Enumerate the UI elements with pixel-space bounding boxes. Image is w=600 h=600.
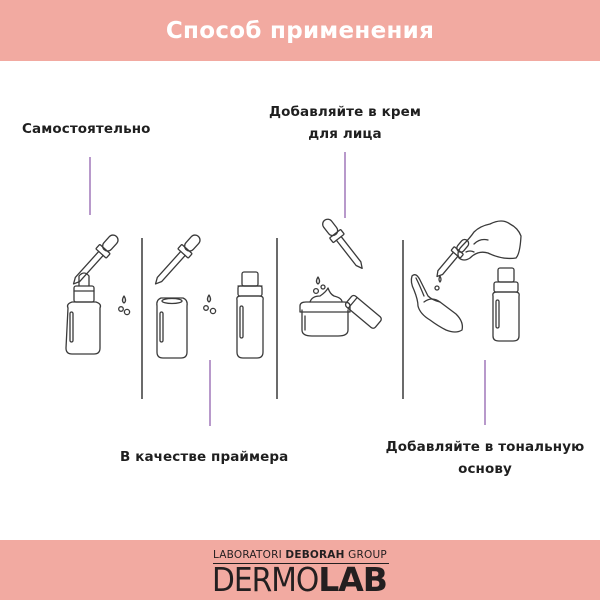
leader-line-face-cream [344, 152, 346, 218]
logo-rule [213, 563, 389, 565]
dermolab-logo: LABORATORI DEBORAH GROUP DERMOLAB [212, 548, 389, 596]
logo-brand-bold: DEBORAH [285, 549, 345, 561]
foundation-hand-icon [410, 220, 522, 342]
header-band: Способ применения [0, 0, 600, 61]
step-label-standalone: Самостоятельно [22, 121, 151, 137]
logo-brand-suffix: GROUP [344, 549, 387, 561]
primer-bottles-icon [154, 234, 264, 359]
cream-jar-icon [299, 218, 382, 337]
step-label-face-cream: Добавляйте в крем для лица [254, 101, 436, 145]
dropper-bottle-icon [65, 234, 131, 355]
step-label-foundation: Добавляйте в тональную основу [370, 436, 600, 480]
logo-brand-line: LABORATORI DEBORAH GROUP [213, 548, 389, 562]
step-label-foundation-line2: основу [458, 461, 512, 477]
logo-wordmark: DERMOLAB [212, 563, 388, 596]
logo-wordmark-bold: LAB [318, 560, 388, 599]
step-label-primer: В качестве праймера [120, 449, 289, 465]
panel-divider-1 [141, 238, 143, 399]
panel-divider-2 [276, 238, 278, 399]
leader-line-foundation [484, 360, 486, 425]
logo-brand-prefix: LABORATORI [213, 549, 286, 561]
leader-line-standalone [89, 157, 91, 215]
footer-band [0, 540, 600, 600]
panel-divider-3 [402, 240, 404, 399]
step-label-face-cream-line1: Добавляйте в крем [268, 104, 422, 120]
leader-line-primer [209, 360, 211, 426]
page-title: Способ применения [165, 17, 435, 44]
step-label-face-cream-line2: для лица [308, 126, 382, 142]
step-label-foundation-line1: Добавляйте в тональную [385, 439, 585, 455]
logo-wordmark-thin: DERMO [212, 560, 319, 599]
